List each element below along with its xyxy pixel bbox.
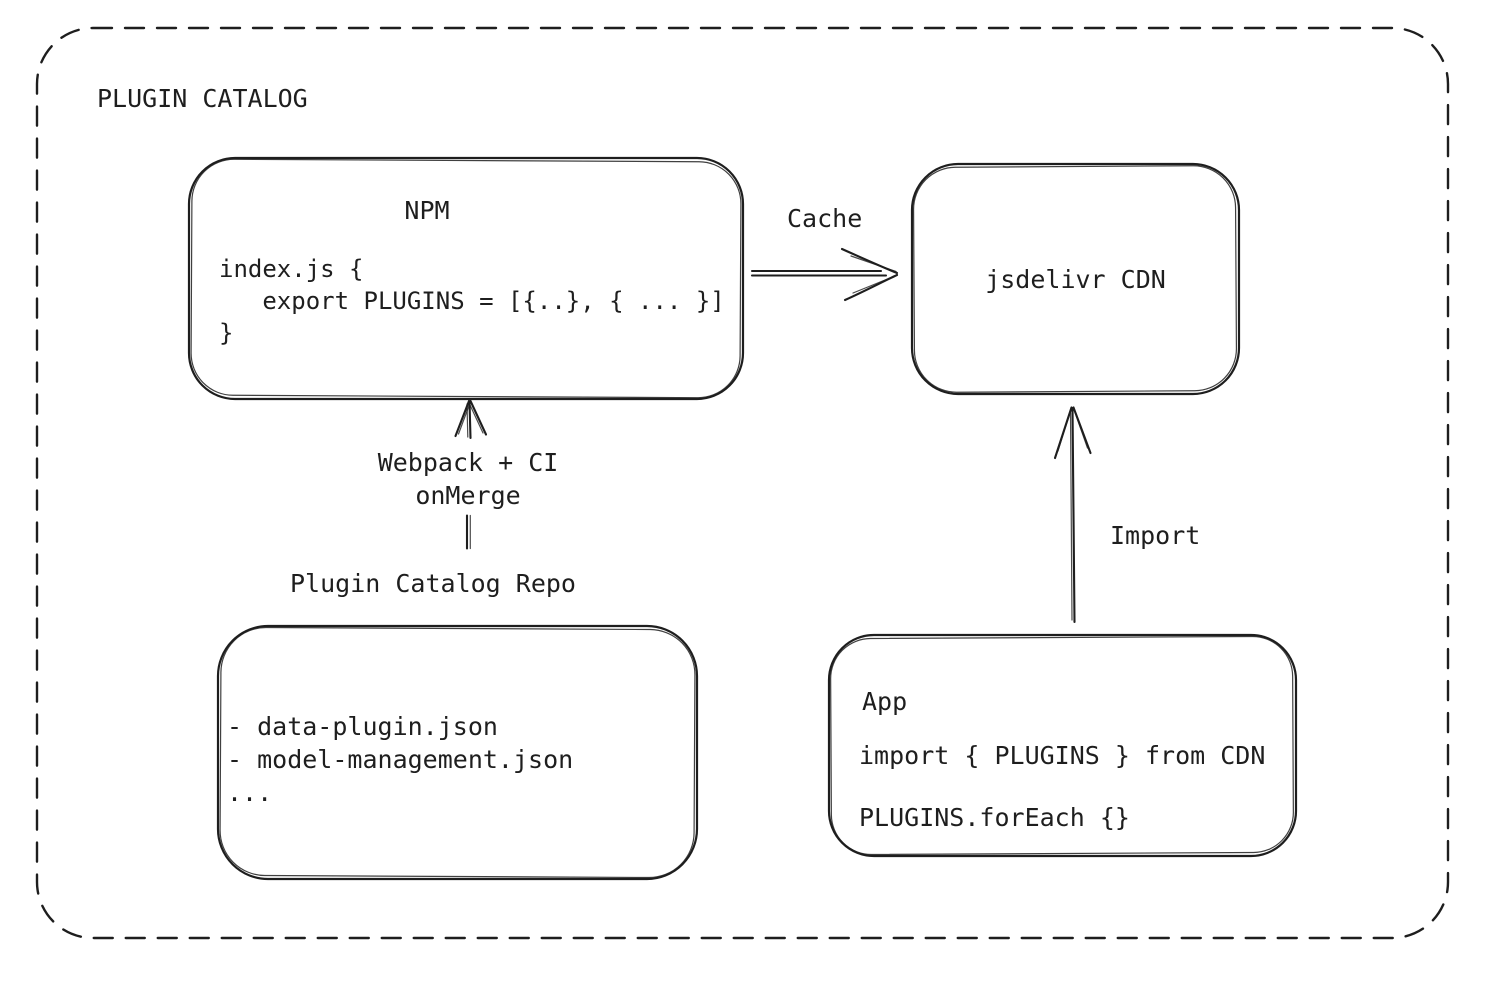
import-arrow <box>1053 406 1092 624</box>
build-arrow-label-line2: onMerge <box>415 481 521 510</box>
npm-code-line: export PLUGINS = [{..}, { ... }] <box>219 287 725 315</box>
build-connector-line <box>465 514 471 550</box>
app-code-line-foreach: PLUGINS.forEach {} <box>859 803 1130 832</box>
build-arrow-label-line1: Webpack + CI <box>377 448 559 477</box>
repo-file-list: - data-plugin.json - model-management.jso… <box>227 710 573 809</box>
repo-file-item: ... <box>227 778 273 807</box>
app-box-title: App <box>862 687 908 716</box>
cdn-box <box>910 162 1241 396</box>
diagram-title: PLUGIN CATALOG <box>97 84 308 113</box>
app-box <box>827 633 1298 858</box>
cache-arrow <box>750 247 899 302</box>
npm-code-line: } <box>219 319 234 347</box>
repo-file-item: - model-management.json <box>227 745 574 774</box>
build-arrow <box>454 399 488 440</box>
cache-arrow-label: Cache <box>787 204 863 233</box>
npm-box <box>187 156 745 401</box>
app-code-line-import: import { PLUGINS } from CDN <box>859 741 1266 770</box>
repo-box <box>216 624 699 881</box>
npm-code-line: index.js { <box>219 255 364 283</box>
npm-code-block: index.js { export PLUGINS = [{..}, { ...… <box>219 253 725 349</box>
build-arrow-label: Webpack + CI onMerge <box>318 446 618 512</box>
repo-box-label: Plugin Catalog Repo <box>290 569 576 598</box>
catalog-boundary <box>35 26 1450 940</box>
import-arrow-label: Import <box>1110 521 1201 550</box>
repo-file-item: - data-plugin.json <box>227 712 498 741</box>
npm-box-title: NPM <box>404 196 450 225</box>
cdn-box-label: jsdelivr CDN <box>985 265 1166 294</box>
